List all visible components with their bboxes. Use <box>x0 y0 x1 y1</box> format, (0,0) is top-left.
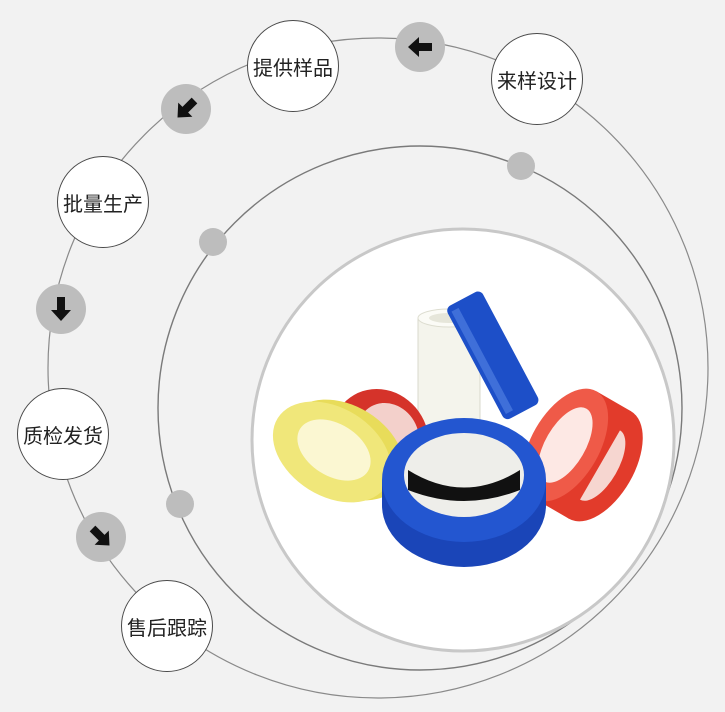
arrow-down-marker <box>36 284 86 334</box>
blue-front-tape-roll <box>382 418 546 567</box>
tape-rolls-image <box>272 291 643 567</box>
step-label: 来样设计 <box>497 68 577 93</box>
step-label: 质检发货 <box>23 423 103 448</box>
step-label: 提供样品 <box>253 55 333 80</box>
orbit-marker-dot <box>507 152 535 180</box>
arrow-down-right-icon <box>89 525 110 546</box>
arrow-down-left-marker <box>161 84 211 134</box>
arrow-down-left-icon <box>177 97 198 118</box>
orbit-marker-dot <box>199 228 227 256</box>
step-after-sales[interactable]: 售后跟踪 <box>121 580 213 672</box>
step-label: 批量生产 <box>63 191 143 216</box>
step-label: 售后跟踪 <box>127 615 207 640</box>
arrow-down-right-marker <box>76 512 126 562</box>
middle-orbit <box>157 145 683 671</box>
step-provide-samples[interactable]: 提供样品 <box>247 20 339 112</box>
step-inspection-shipping[interactable]: 质检发货 <box>17 388 109 480</box>
arrow-left-icon <box>408 37 432 57</box>
arrow-down-icon <box>51 297 71 321</box>
arrow-left-marker <box>395 22 445 72</box>
step-mass-production[interactable]: 批量生产 <box>57 156 149 248</box>
outer-orbit <box>47 37 709 699</box>
blue-vertical-tape-roll <box>447 291 539 420</box>
yellow-tape-roll <box>272 399 405 503</box>
orbit-marker-dot <box>166 490 194 518</box>
step-sample-design[interactable]: 来样设计 <box>491 33 583 125</box>
